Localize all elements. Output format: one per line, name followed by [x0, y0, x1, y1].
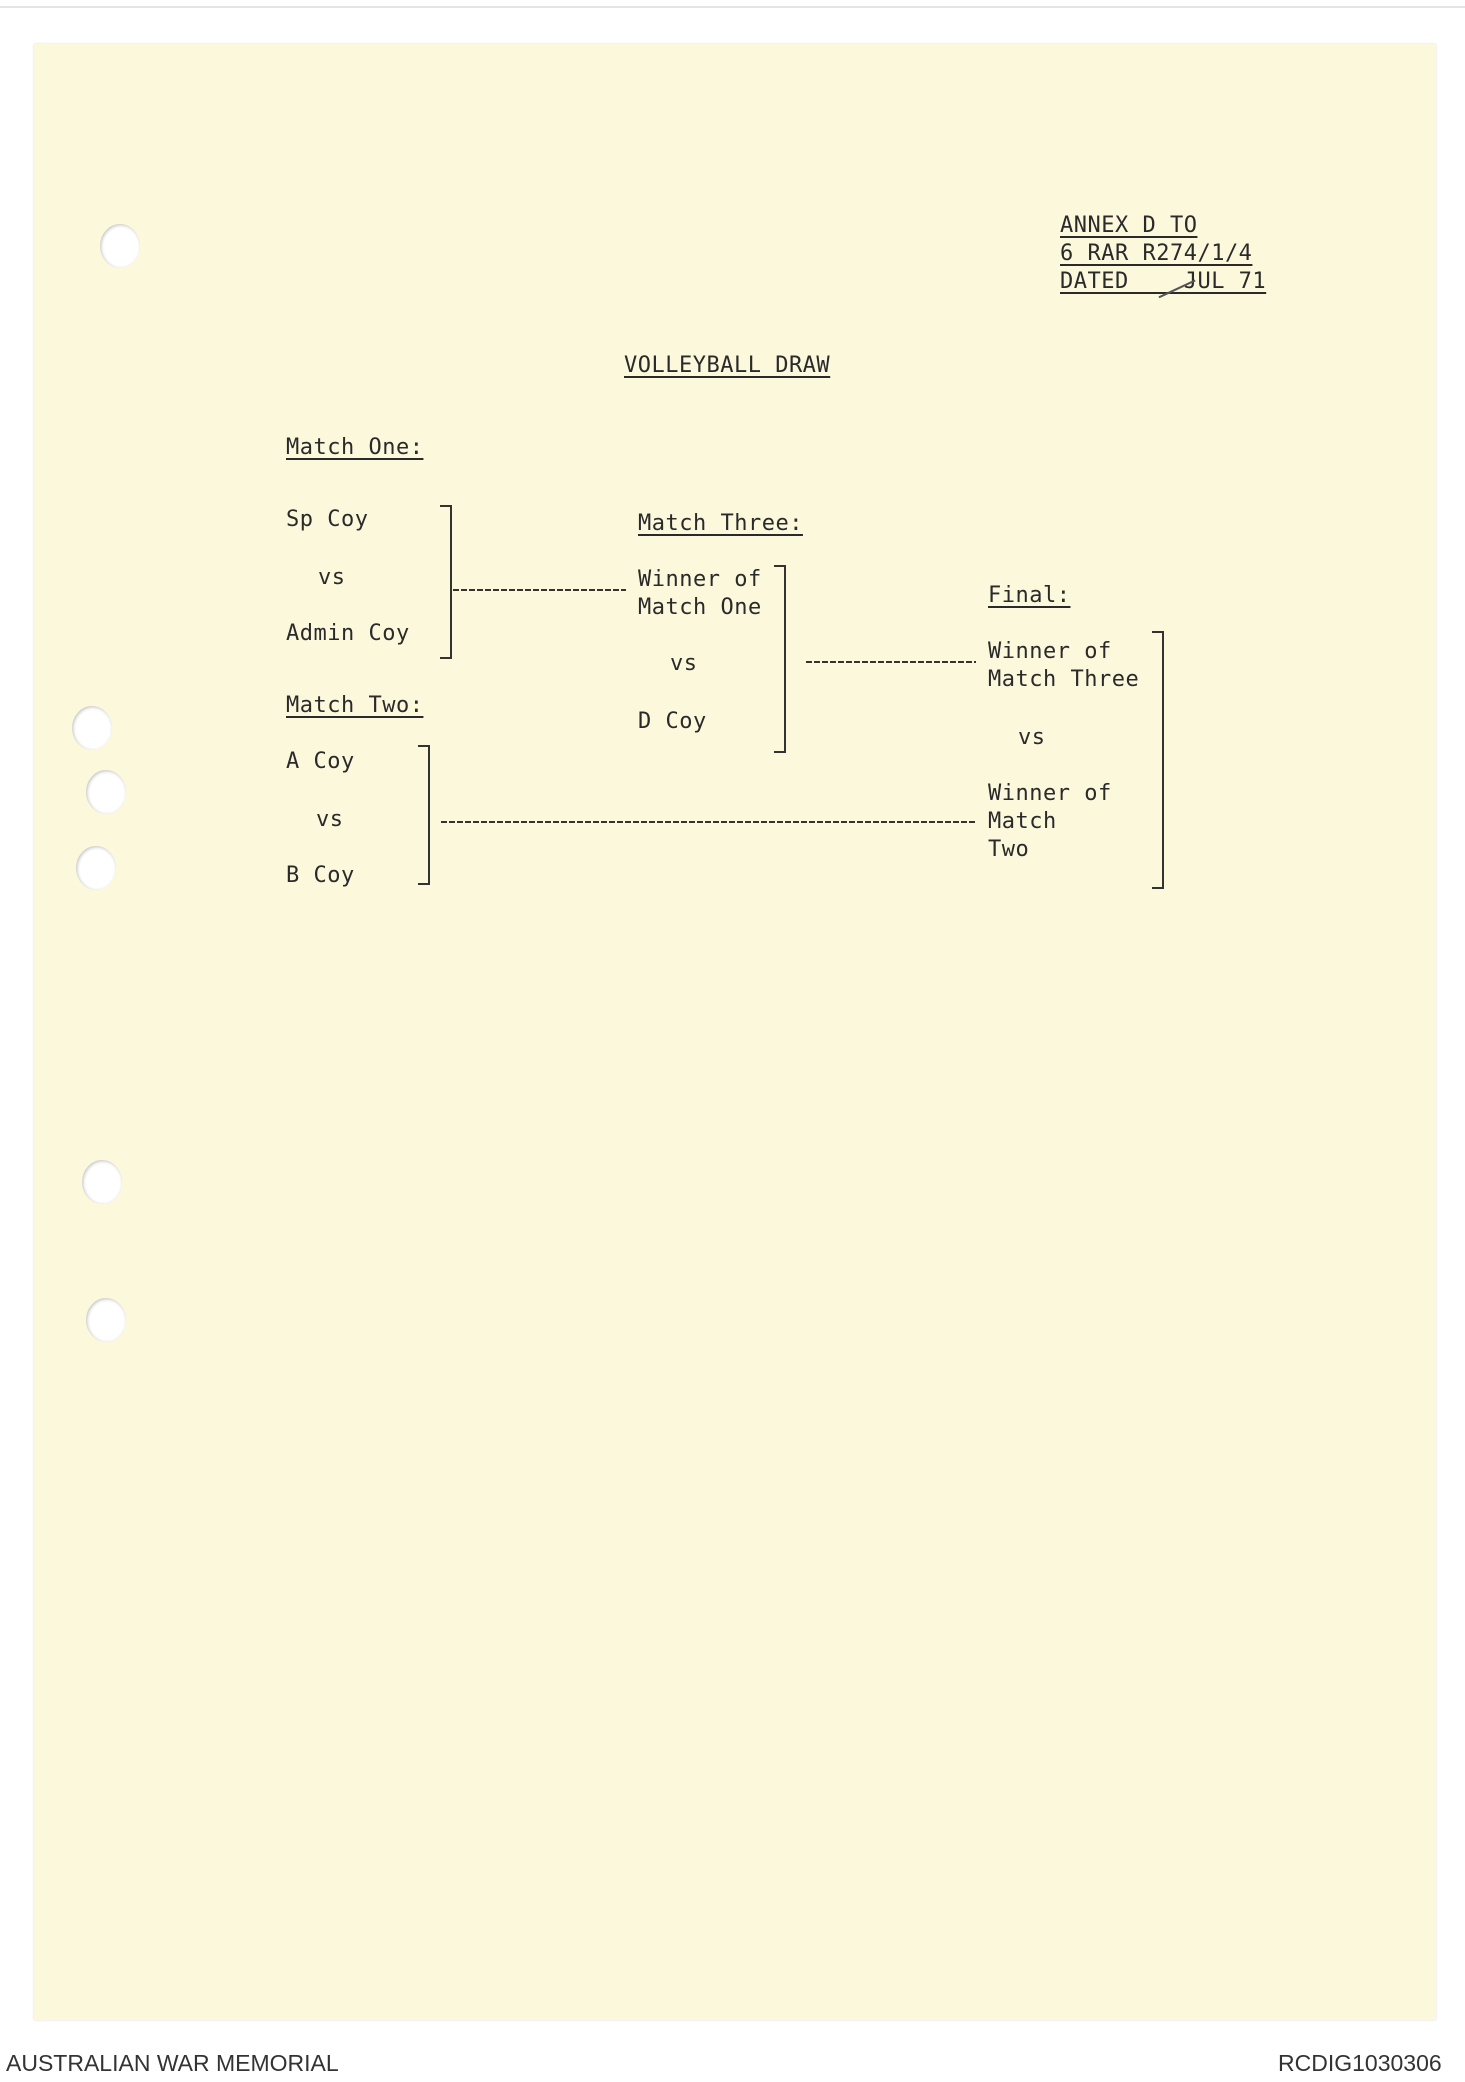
match-two-bracket	[418, 745, 430, 885]
punch-hole	[82, 1160, 122, 1204]
match-three-entry-b: D Coy	[638, 709, 707, 734]
match-one-team-b: Admin Coy	[286, 621, 410, 646]
footer-record-id: RCDIG1030306	[1278, 2050, 1442, 2076]
match-three-bracket	[774, 565, 786, 753]
top-border-line	[0, 6, 1465, 8]
annex-line-2: 6 RAR R274/1/4	[1060, 241, 1253, 266]
annex-line-1: ANNEX D TO	[1060, 213, 1198, 238]
match-one-bracket	[440, 505, 452, 659]
match-two-team-a: A Coy	[286, 749, 355, 774]
document-title: VOLLEYBALL DRAW	[624, 353, 831, 378]
final-entry-b-line-1: Winner of	[988, 781, 1112, 806]
final-bracket	[1152, 631, 1164, 889]
match-two-vs: vs	[316, 807, 344, 832]
match-three-vs: vs	[670, 651, 698, 676]
final-entry-b-line-3: Two	[988, 837, 1030, 862]
final-vs: vs	[1018, 725, 1046, 750]
match-three-heading: Match Three:	[638, 511, 803, 536]
final-entry-a-line-1: Winner of	[988, 639, 1112, 664]
match-two-team-b: B Coy	[286, 863, 355, 888]
footer-institution: AUSTRALIAN WAR MEMORIAL	[6, 2050, 339, 2076]
document-page	[34, 44, 1436, 2020]
match-two-heading: Match Two:	[286, 693, 424, 718]
match-one-vs: vs	[318, 565, 346, 590]
match-one-team-a: Sp Coy	[286, 507, 369, 532]
annex-line-3: DATED JUL 71	[1060, 269, 1267, 294]
final-entry-b-line-2: Match	[988, 809, 1057, 834]
punch-hole	[86, 1298, 126, 1342]
punch-hole	[72, 706, 112, 750]
match-one-heading: Match One:	[286, 435, 424, 460]
punch-hole	[76, 846, 116, 890]
punch-hole	[100, 224, 140, 268]
final-entry-a-line-2: Match Three	[988, 667, 1140, 692]
match-three-entry-a-line-1: Winner of	[638, 567, 762, 592]
punch-hole	[86, 770, 126, 814]
match-three-entry-a-line-2: Match One	[638, 595, 762, 620]
final-heading: Final:	[988, 583, 1071, 608]
